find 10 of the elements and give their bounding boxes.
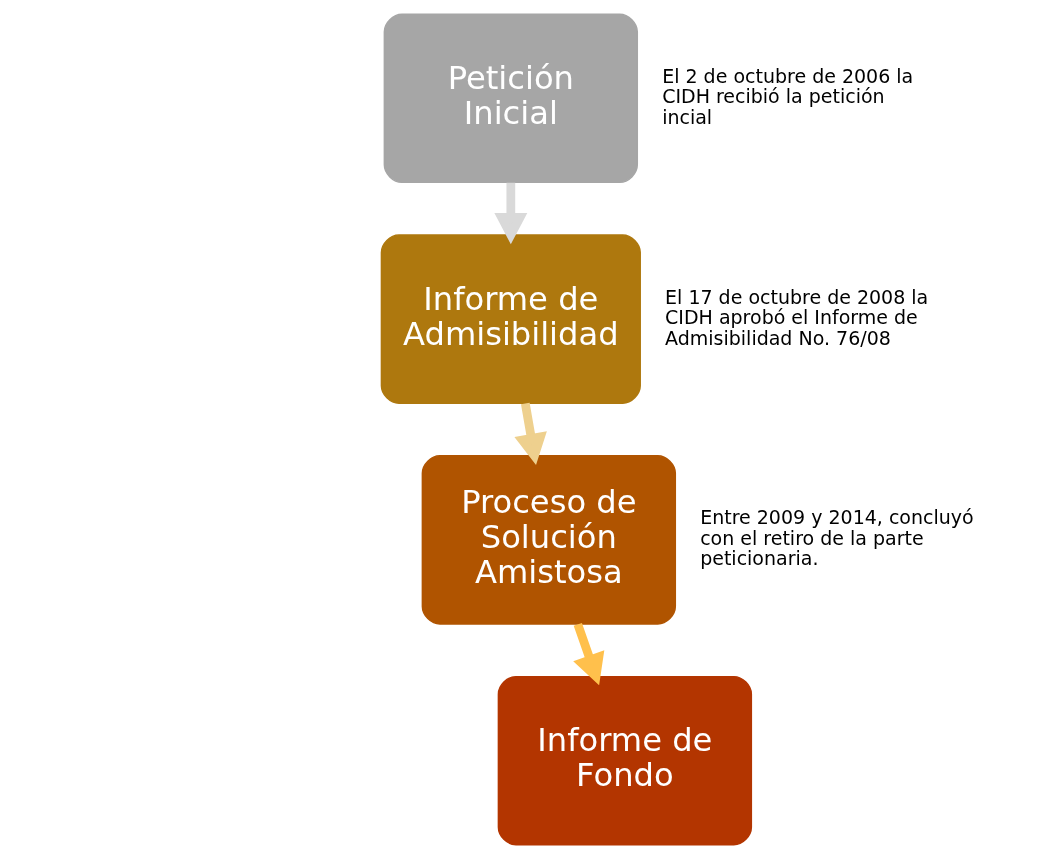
node-label: Entre 2009 y 2014, concluyó con el retiro de la parte peticionaria.: [700, 506, 974, 570]
node-label: El 17 de octubre de 2008 la CIDH aprobó el Informe de Admisibilidad No. 76/08: [665, 285, 929, 349]
node-box: Informe de Fondo: [497, 675, 753, 846]
node-box: Proceso de Solución Amistosa: [421, 455, 677, 625]
node-box: Petición Inicial: [383, 13, 639, 184]
node-box: Informe de Admisibilidad: [380, 234, 641, 404]
arrow: [494, 182, 528, 245]
node-label: El 2 de octubre de 2006 la CIDH recibió la petición incial: [662, 64, 914, 128]
arrow: [514, 402, 547, 465]
arrow: [573, 622, 605, 686]
